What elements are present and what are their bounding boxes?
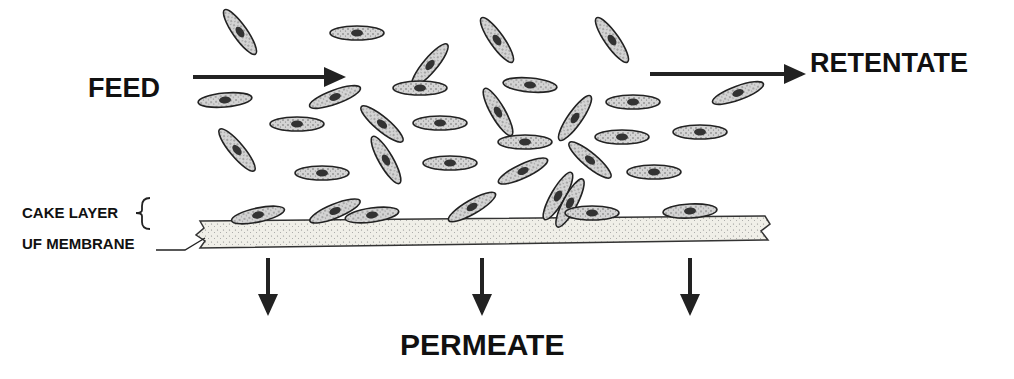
membrane-label: UF MEMBRANE <box>22 236 135 251</box>
particle <box>498 135 552 149</box>
particle <box>565 206 619 220</box>
particle <box>230 203 286 228</box>
particle <box>214 125 259 175</box>
particle <box>710 77 766 109</box>
feed-arrow <box>193 75 342 79</box>
permeate-arrow <box>480 258 484 312</box>
permeate-arrow <box>266 258 270 312</box>
cake-layer-label: CAKE LAYER <box>22 205 118 220</box>
particle <box>591 14 633 66</box>
particle <box>478 85 517 139</box>
particle <box>595 130 649 144</box>
permeate-arrow <box>688 258 692 312</box>
uf-membrane <box>196 216 770 248</box>
particle <box>357 101 407 146</box>
particle <box>476 14 518 66</box>
particle <box>606 95 660 109</box>
particle <box>344 204 399 225</box>
particle <box>330 26 384 40</box>
particle <box>496 153 551 189</box>
retentate-label: RETENTATE <box>810 50 968 77</box>
feed-label: FEED <box>88 75 160 102</box>
particles <box>197 6 765 230</box>
particle <box>295 166 349 180</box>
particle <box>445 187 499 226</box>
permeate-label: PERMEATE <box>400 330 564 360</box>
particle <box>673 125 727 139</box>
retentate-arrow <box>650 72 802 76</box>
particle <box>554 92 596 144</box>
particle <box>219 6 261 58</box>
leader-line <box>156 238 205 250</box>
particle <box>663 203 718 220</box>
particle <box>197 91 252 110</box>
particle <box>307 81 363 113</box>
particle <box>270 117 324 131</box>
particle <box>366 133 405 187</box>
particle <box>413 116 467 130</box>
particle <box>551 176 589 230</box>
particle <box>502 76 557 95</box>
particle <box>423 156 477 170</box>
cake-brace <box>136 198 150 229</box>
particle <box>393 81 447 95</box>
particle <box>627 165 681 179</box>
